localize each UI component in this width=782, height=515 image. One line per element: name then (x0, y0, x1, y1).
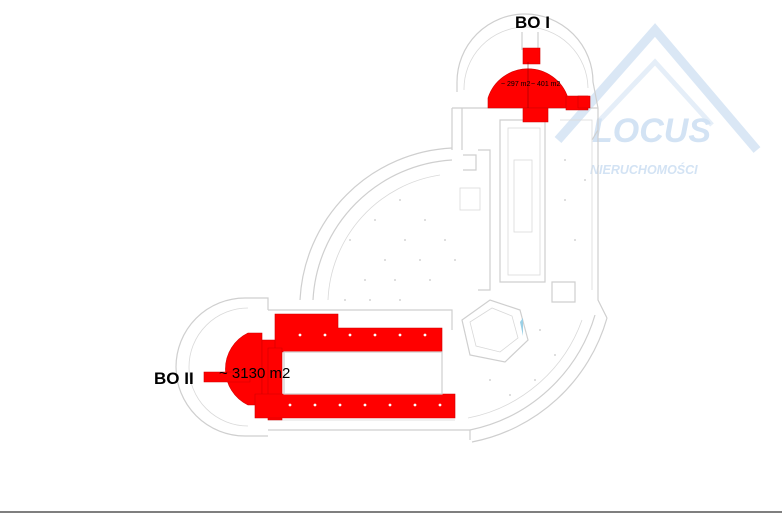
column-markers (344, 159, 586, 396)
area-label-bo2: ~ 3130 m2 (219, 365, 290, 382)
watermark-brand: LOCUS (592, 112, 711, 150)
watermark-tagline: NIERUCHOMOŚCI (590, 162, 698, 177)
area-label-bo1-left: ~ 297 m2 (501, 81, 530, 88)
label-bo2: BO II (154, 369, 194, 388)
main-building-outline (299, 108, 608, 443)
bo2-highlight-zone (203, 313, 456, 421)
area-label-bo1-right: ~ 401 m2 (531, 81, 560, 88)
building-bo2-outline (175, 297, 471, 440)
watermark-roof-icon (554, 23, 761, 153)
label-bo1: BO I (515, 13, 550, 32)
bo1-highlight-zone (487, 47, 591, 123)
red-zone-columns (288, 333, 442, 407)
watermark-logo: LOCUS NIERUCHOMOŚCI (554, 23, 761, 177)
